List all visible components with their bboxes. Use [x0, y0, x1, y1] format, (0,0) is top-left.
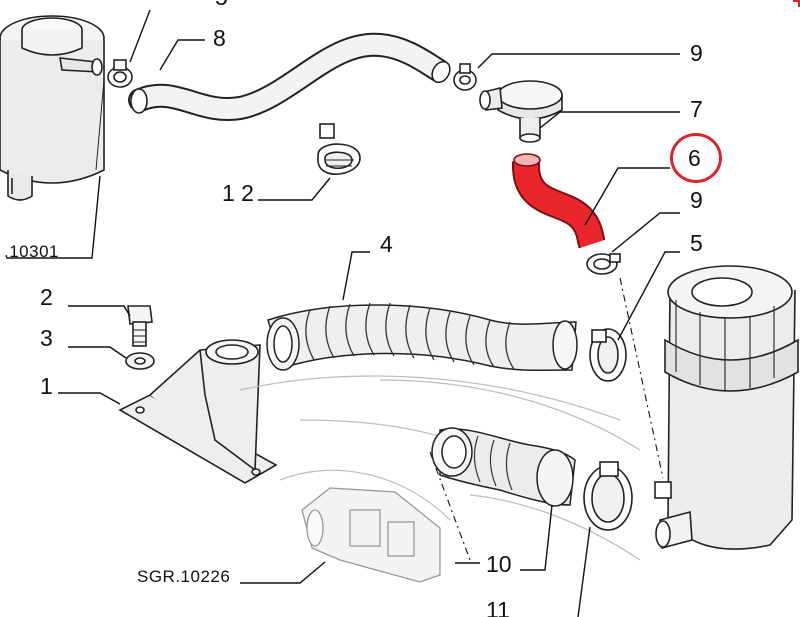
reservoir-tank [0, 15, 105, 201]
callout-5: 5 [690, 230, 703, 256]
hose-clamp-5 [589, 328, 627, 382]
callout-11: 11 [486, 597, 510, 617]
callout-10: 10 [486, 551, 512, 577]
callout-9-lower: 9 [690, 187, 703, 213]
callout-7: 7 [690, 96, 703, 122]
callout-5-top: 5 [215, 0, 228, 9]
washer-3 [125, 352, 155, 370]
callout-2: 2 [40, 284, 53, 310]
reference-sgr-10226: SGR.10226 [137, 567, 231, 586]
hose-clamp-9-lower [586, 253, 621, 275]
callout-8: 8 [213, 25, 226, 51]
callout-1: 1 [40, 373, 53, 399]
highlight-circle-part-6 [670, 133, 722, 183]
hose-clamp-9-left [107, 59, 133, 88]
corrugated-duct-4 [266, 302, 578, 372]
hose-clamp-12 [317, 123, 361, 175]
intake-manifold [301, 487, 441, 583]
callout-12: 1 2 [222, 180, 254, 206]
hose-8 [128, 32, 451, 122]
hose-clamp-11 [583, 461, 633, 531]
callout-4: 4 [380, 231, 393, 257]
callout-9-upper: 9 [690, 40, 703, 66]
corner-mark-icon [793, 0, 800, 7]
hose-6-highlighted [512, 153, 606, 249]
mounting-bracket-1 [118, 339, 278, 484]
air-filter-housing [654, 265, 799, 550]
leader-ref-10301 [6, 175, 101, 259]
rubber-duct-10 [431, 427, 576, 507]
callout-3: 3 [40, 325, 53, 351]
reference-10301: .10301 [4, 242, 59, 261]
breather-valve-7 [479, 80, 563, 143]
bolt-2 [127, 305, 153, 347]
hose-clamp-9-upper [453, 63, 477, 91]
